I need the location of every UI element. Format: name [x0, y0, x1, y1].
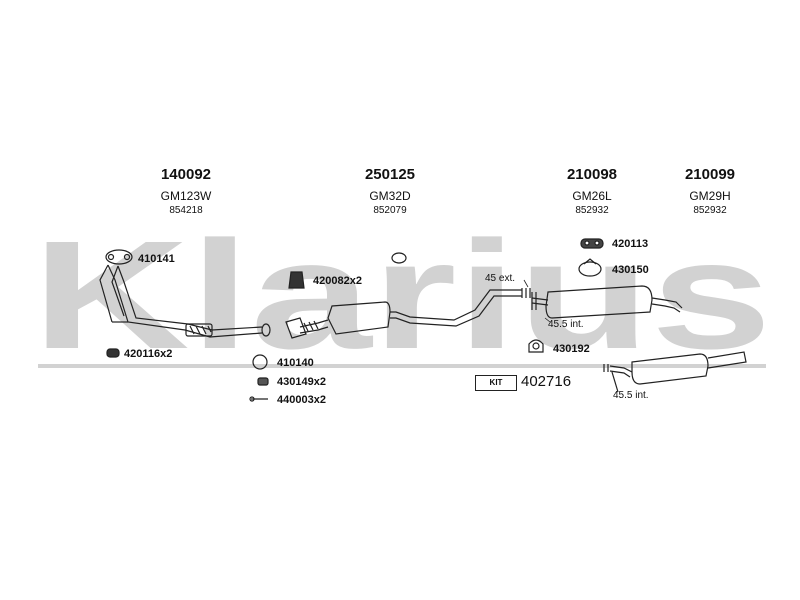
reference-number: 852932	[693, 205, 727, 216]
fitting-label-410141: 410141	[138, 253, 175, 265]
clamp-430149-icon	[257, 377, 269, 386]
fitting-label-430150: 430150	[612, 264, 649, 276]
note-ext-diameter: 45 ext.	[485, 273, 516, 284]
section-header-front-pipe: 140092 GM123W 854218	[126, 166, 246, 218]
part-code: GM32D	[369, 189, 411, 203]
front-pipe-140092	[99, 249, 271, 338]
fitting-label-420113: 420113	[612, 238, 649, 250]
reference-number: 852079	[373, 205, 407, 216]
fitting-label-420082: 420082x2	[313, 275, 362, 287]
rear-silencer-210098	[531, 285, 683, 319]
pipe-joint-45ext	[521, 288, 531, 298]
clamp-430192-icon	[528, 339, 544, 353]
watermark-text: Klarius	[32, 209, 772, 381]
reference-number: 854218	[169, 205, 203, 216]
reference-number: 852932	[575, 205, 609, 216]
centre-silencer-250125	[285, 289, 522, 339]
part-number: 210099	[684, 166, 736, 183]
fitting-label-410140: 410140	[277, 357, 314, 369]
note-int-diameter-1: 45.5 int.	[548, 319, 584, 330]
bolt-440003-icon	[249, 396, 268, 402]
part-code: GM123W	[160, 189, 212, 203]
kit-number: 402716	[521, 373, 572, 390]
fitting-label-420116: 420116x2	[124, 348, 173, 360]
fitting-label-440003: 440003x2	[277, 394, 326, 406]
section-header-rear-silencer-2: 210099 GM29H 852932	[650, 166, 770, 218]
rear-silencer-210099	[603, 351, 747, 393]
part-code: GM29H	[689, 189, 731, 203]
mounting-420082-icon	[288, 271, 305, 289]
part-number: 210098	[566, 166, 618, 183]
clamp-420116-icon	[106, 348, 120, 358]
hanger-430150-icon	[578, 258, 602, 277]
part-number: 250125	[364, 166, 416, 183]
part-code: GM26L	[572, 189, 612, 203]
section-header-rear-silencer-1: 210098 GM26L 852932	[532, 166, 652, 218]
fitting-label-430192: 430192	[553, 343, 590, 355]
gasket-410141-icon	[391, 252, 407, 264]
part-number: 140092	[160, 166, 212, 183]
fitting-label-430149: 430149x2	[277, 376, 326, 388]
kit-badge: KIT	[475, 375, 517, 391]
note-int-diameter-2: 45.5 int.	[613, 390, 649, 401]
bracket-420113-icon	[580, 238, 604, 249]
section-header-centre-silencer: 250125 GM32D 852079	[330, 166, 450, 218]
ring-410140-icon	[252, 354, 268, 370]
